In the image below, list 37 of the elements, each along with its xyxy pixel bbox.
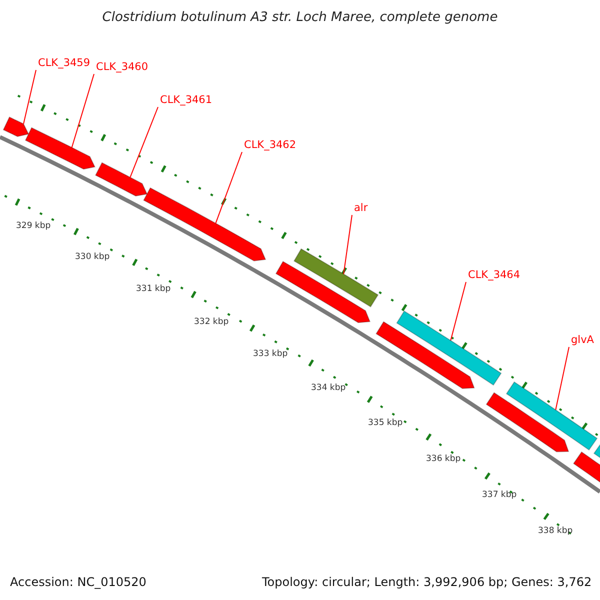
- scale-label: 338 kbp: [538, 527, 573, 536]
- gene-feature: [2, 116, 30, 138]
- gene-label: glvA: [571, 335, 594, 346]
- leader-line: [215, 152, 242, 224]
- gene-feature: [275, 260, 371, 324]
- scale-label: 330 kbp: [75, 253, 110, 262]
- gene-bar: [506, 381, 598, 451]
- scale-label: 336 kbp: [426, 455, 461, 464]
- scale-label: 332 kbp: [194, 318, 229, 326]
- gene-feature: [376, 321, 475, 389]
- leader-line: [23, 70, 36, 124]
- title: Clostridium botulinum A3 str. Loch Maree, complete genome: [101, 11, 499, 24]
- leader-line: [71, 74, 94, 148]
- gene-label: CLK_3462: [244, 140, 296, 150]
- gene-label: CLK_3460: [96, 62, 148, 72]
- scale-label: 337 kbp: [482, 491, 517, 500]
- genome-info-text: Topology: circular; Length: 3,992,906 bp; Genes: 3,762: [262, 576, 592, 588]
- gene-label: alr: [354, 203, 368, 214]
- gene-bar: [293, 248, 379, 308]
- leader-line: [450, 282, 466, 341]
- scale-label: 333 kbp: [253, 350, 288, 358]
- scale-label: 334 kbp: [311, 384, 346, 392]
- leader-line: [343, 214, 352, 275]
- leader-line: [130, 106, 158, 178]
- gene-feature: [143, 187, 266, 262]
- accession-text: Accession: NC_010520: [10, 576, 146, 588]
- scale-label: 335 kbp: [368, 419, 403, 428]
- gene-feature: [486, 392, 570, 452]
- gene-label: CLK_3464: [468, 270, 520, 280]
- scale-label: 329 kbp: [16, 222, 51, 230]
- gene-feature: [24, 127, 96, 170]
- gene-feature: [94, 162, 148, 197]
- scale-label: 331 kbp: [136, 285, 171, 294]
- leader-line: [555, 346, 570, 410]
- gene-label: CLK_3461: [160, 95, 212, 106]
- gene-bar: [396, 310, 502, 386]
- gene-label: CLK_3459: [38, 58, 90, 68]
